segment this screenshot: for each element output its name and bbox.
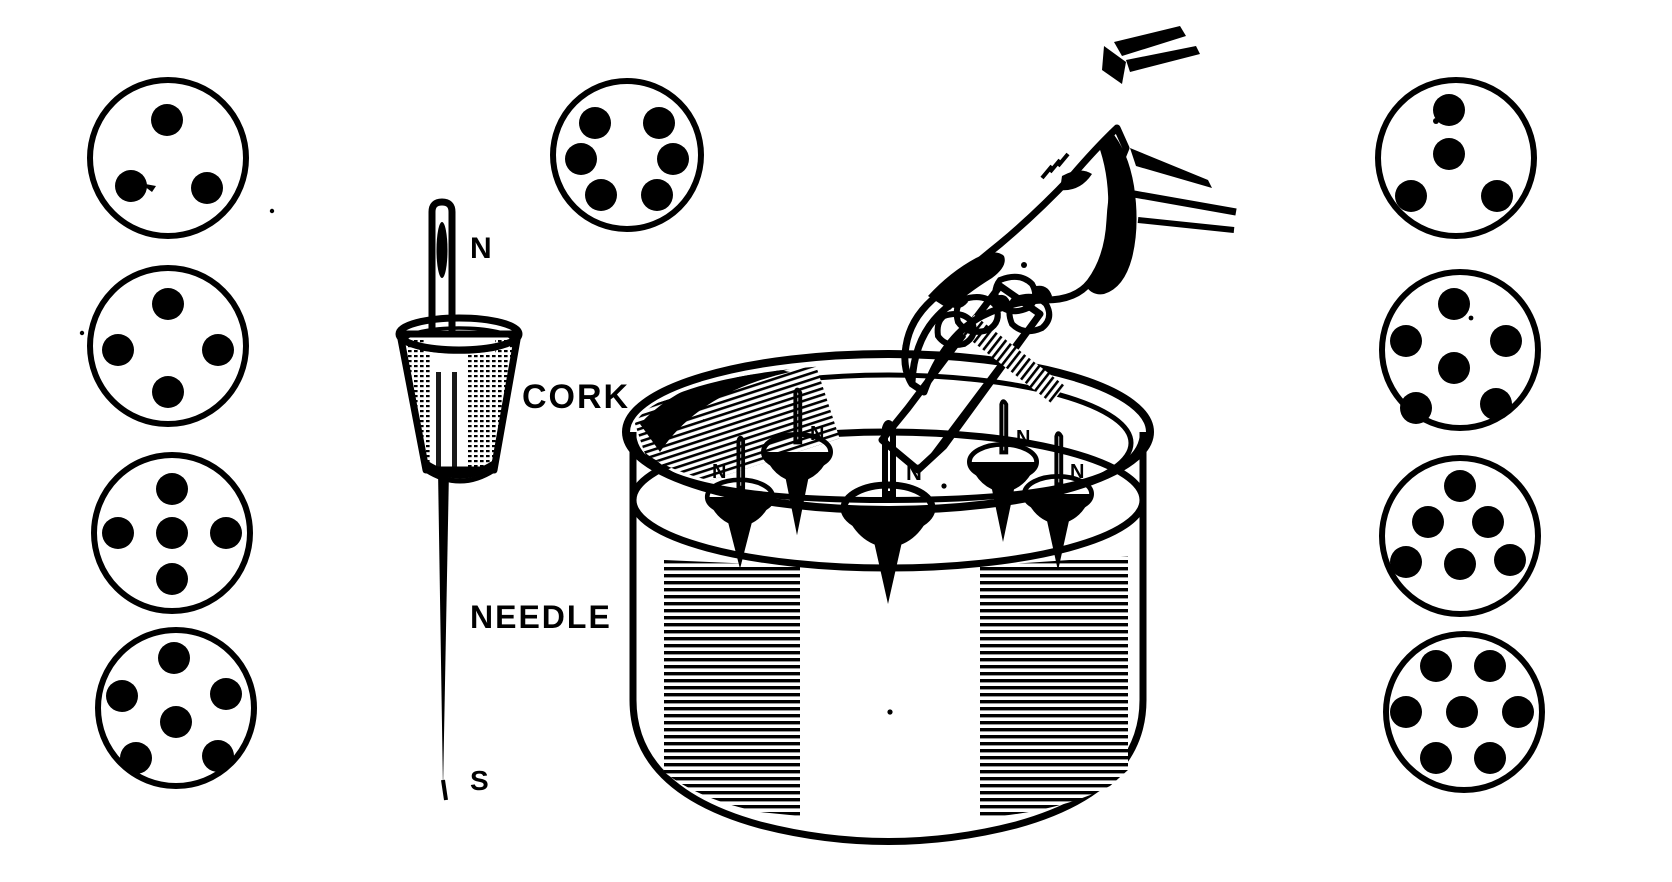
circle-5-dots — [91, 452, 253, 614]
cork-body — [395, 314, 523, 484]
floating-needle-1: N — [704, 435, 776, 569]
needle-label: NEEDLE — [470, 599, 612, 635]
ink-speck — [269, 208, 275, 214]
floating-needle-2: N — [760, 387, 834, 536]
circle-4-dots-right — [1375, 77, 1537, 239]
ink-speck — [79, 330, 85, 336]
bowl-shading-left — [664, 560, 800, 816]
needle-north-label: N — [470, 232, 493, 265]
circle-3-dots — [87, 77, 249, 239]
needle-south-label: S — [470, 765, 489, 796]
ink-speck — [1433, 118, 1439, 124]
fingers — [934, 273, 1053, 348]
ink-speck — [1468, 315, 1474, 321]
water-bowl: N N N — [622, 350, 1154, 845]
float-n-label: N — [810, 423, 824, 445]
cuff-button-icon — [1111, 194, 1133, 216]
left-dot-circle-group — [79, 77, 275, 789]
cork-label: CORK — [522, 378, 630, 416]
cork-and-needle-assembly — [395, 198, 523, 801]
float-n-label: N — [1016, 427, 1030, 449]
float-n-label: N — [1070, 461, 1084, 483]
circle-4-dots — [87, 265, 249, 427]
bar-magnet — [878, 282, 1066, 474]
bowl-rim-shading — [633, 364, 840, 498]
ink-speck — [941, 483, 947, 489]
needle-eye — [428, 198, 456, 356]
float-n-label: N — [712, 461, 726, 483]
floating-needle-4: N — [966, 399, 1040, 542]
ink-speck — [887, 709, 893, 715]
hand-holding-magnet — [901, 26, 1237, 396]
bowl-shading-right — [980, 556, 1128, 818]
circle-6-dots-right-lower — [1379, 455, 1541, 617]
circle-6-dots-right-upper — [1379, 269, 1541, 431]
right-dot-circle-group — [1375, 77, 1545, 793]
circle-8-dots-right — [1383, 631, 1545, 793]
floating-needle-5: N — [1021, 431, 1095, 571]
circle-6-dots-ring — [550, 78, 704, 232]
circle-6-dots — [95, 627, 257, 789]
